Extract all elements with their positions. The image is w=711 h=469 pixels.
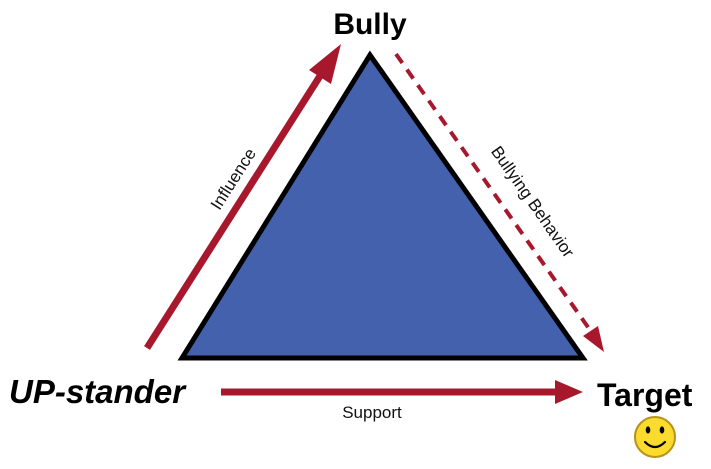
influence-arrow bbox=[144, 44, 341, 350]
node-label-target: Target bbox=[597, 377, 693, 413]
bullying-behavior-arrow bbox=[394, 52, 604, 352]
edge-label-support: Support bbox=[342, 403, 402, 422]
node-label-bully: Bully bbox=[333, 8, 407, 41]
triangle-shape bbox=[177, 50, 588, 361]
smiley-face-icon bbox=[634, 416, 676, 458]
support-arrow bbox=[221, 380, 583, 404]
node-label-upstander: UP-stander bbox=[9, 373, 187, 410]
